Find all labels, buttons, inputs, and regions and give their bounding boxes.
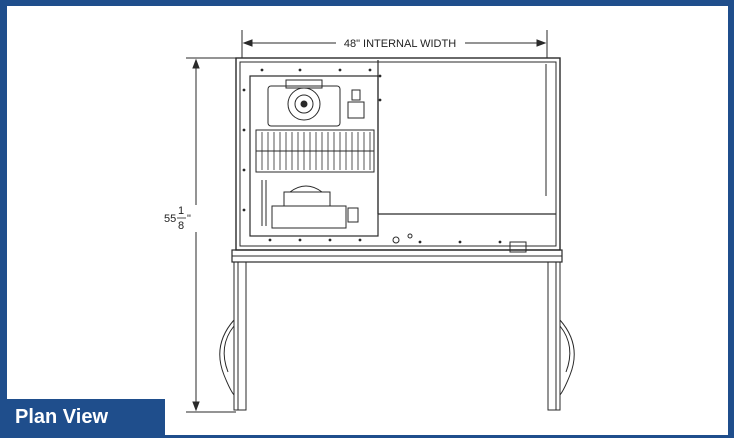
height-numerator: 1: [178, 205, 184, 217]
right-leg: [547, 261, 575, 411]
base-rail: [231, 241, 563, 263]
height-unit: ": [187, 213, 191, 225]
left-leg: [219, 261, 247, 411]
height-denominator: 8: [178, 220, 184, 232]
height-whole: 55: [164, 213, 176, 225]
condenser-coil: [255, 129, 375, 173]
condenser-fan: [267, 79, 365, 127]
compressor: [261, 180, 359, 229]
width-dimension: [241, 30, 548, 58]
width-dimension-label: 48" INTERNAL WIDTH: [344, 38, 456, 50]
plan-view-caption: Plan View: [7, 399, 165, 435]
height-dimension: [186, 57, 236, 413]
height-dimension-label: 55 1 8 ": [164, 205, 191, 232]
cabinet-body: [235, 57, 561, 251]
